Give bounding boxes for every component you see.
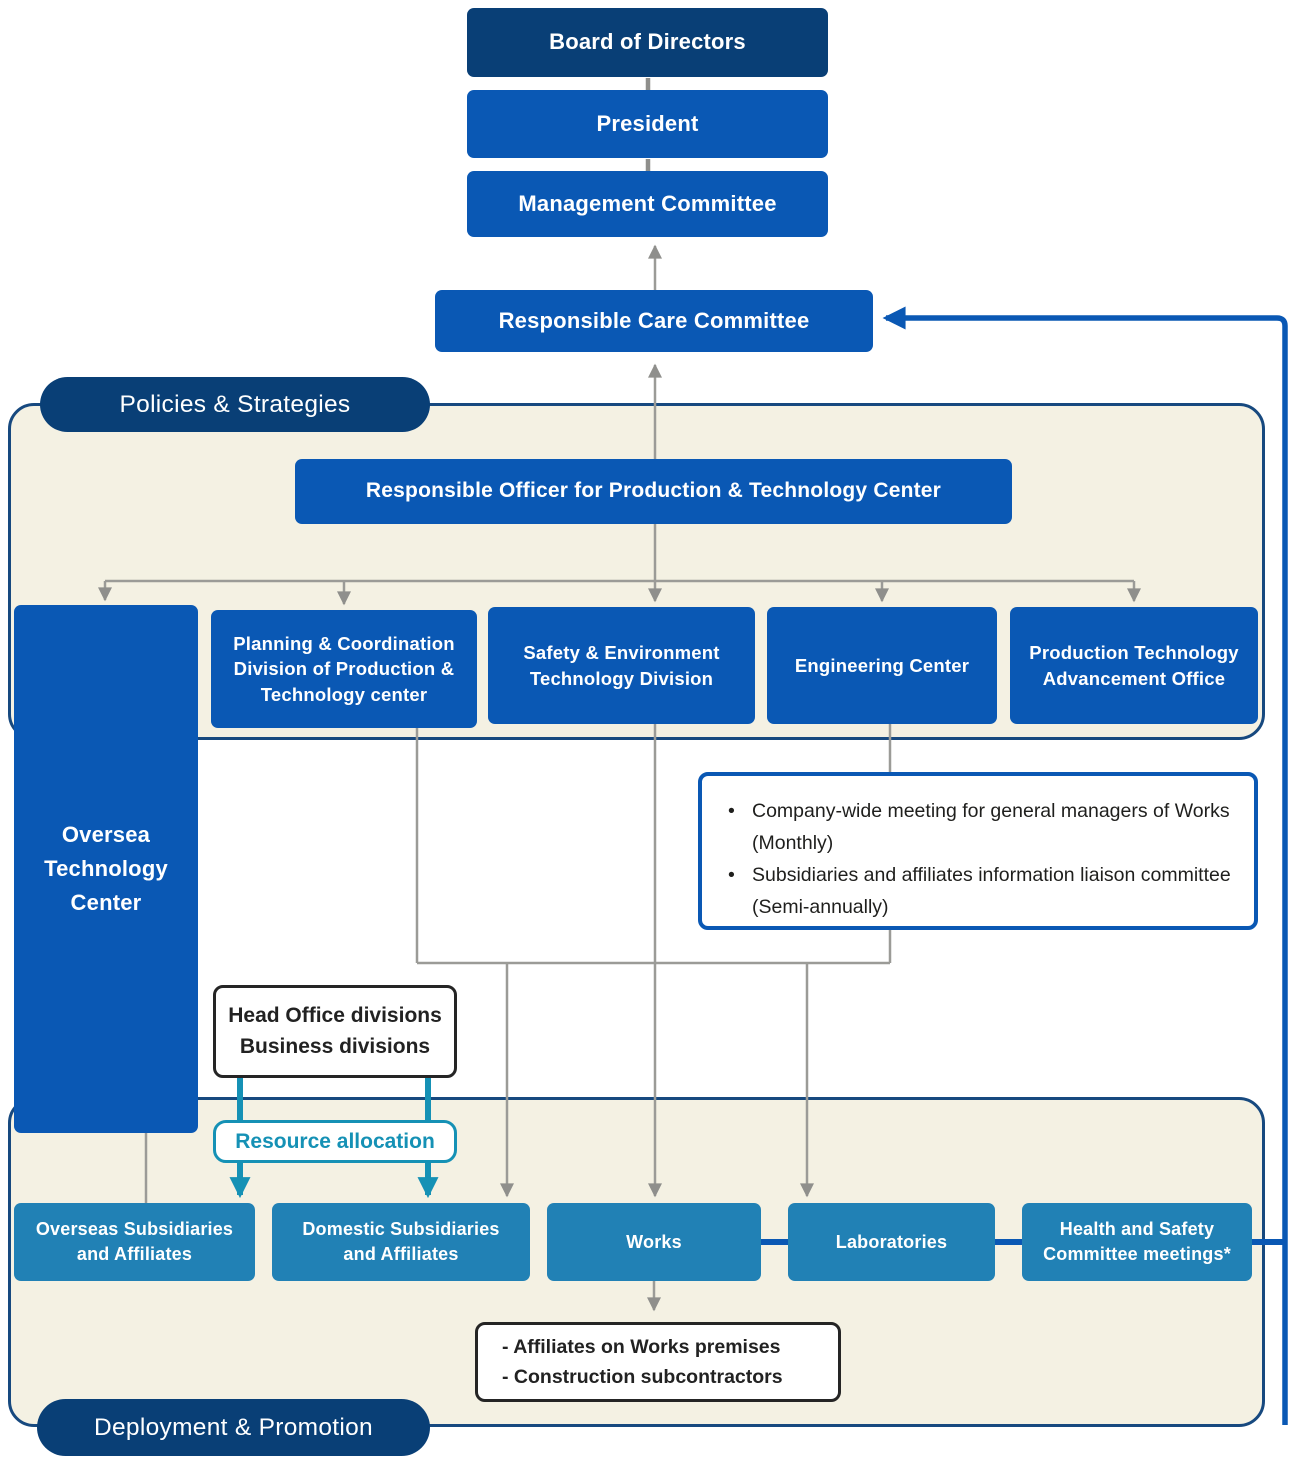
node-domestic-subsidiaries: Domestic Subsidiaries and Affiliates <box>272 1203 530 1281</box>
node-laboratories: Laboratories <box>788 1203 995 1281</box>
meetings-note-text: Company-wide meeting for general manager… <box>752 800 1230 854</box>
node-planning-coordination-division: Planning & Coordination Division of Prod… <box>211 610 477 728</box>
node-responsible-officer: Responsible Officer for Production & Tec… <box>295 459 1012 524</box>
bullet-icon: • <box>728 863 735 886</box>
policies-strategies-label: Policies & Strategies <box>40 377 430 432</box>
node-head-office-divisions: Head Office divisions Business divisions <box>213 985 457 1078</box>
resource-allocation-label: Resource allocation <box>213 1120 457 1163</box>
node-oversea-technology-center: Oversea Technology Center <box>14 605 198 1133</box>
node-responsible-care-committee: Responsible Care Committee <box>435 290 873 352</box>
deployment-promotion-label: Deployment & Promotion <box>37 1399 430 1456</box>
node-safety-environment-division: Safety & Environment Technology Division <box>488 607 755 724</box>
node-health-safety-committee: Health and Safety Committee meetings* <box>1022 1203 1252 1281</box>
bullet-icon: • <box>728 800 735 822</box>
meetings-note-item: • Company-wide meeting for general manag… <box>728 796 1232 860</box>
node-management-committee: Management Committee <box>467 171 828 237</box>
node-works: Works <box>547 1203 761 1281</box>
meetings-note-text: Subsidiaries and affiliates information … <box>752 863 1231 918</box>
meetings-note-item: • Subsidiaries and affiliates informatio… <box>728 860 1232 924</box>
node-production-technology-advancement-office: Production Technology Advancement Office <box>1010 607 1258 724</box>
node-president: President <box>467 90 828 158</box>
works-affiliates-note: - Affiliates on Works premises - Constru… <box>475 1322 841 1402</box>
node-board-of-directors: Board of Directors <box>467 8 828 77</box>
node-engineering-center: Engineering Center <box>767 607 997 724</box>
meetings-note: • Company-wide meeting for general manag… <box>698 772 1258 930</box>
node-overseas-subsidiaries: Overseas Subsidiaries and Affiliates <box>14 1203 255 1281</box>
